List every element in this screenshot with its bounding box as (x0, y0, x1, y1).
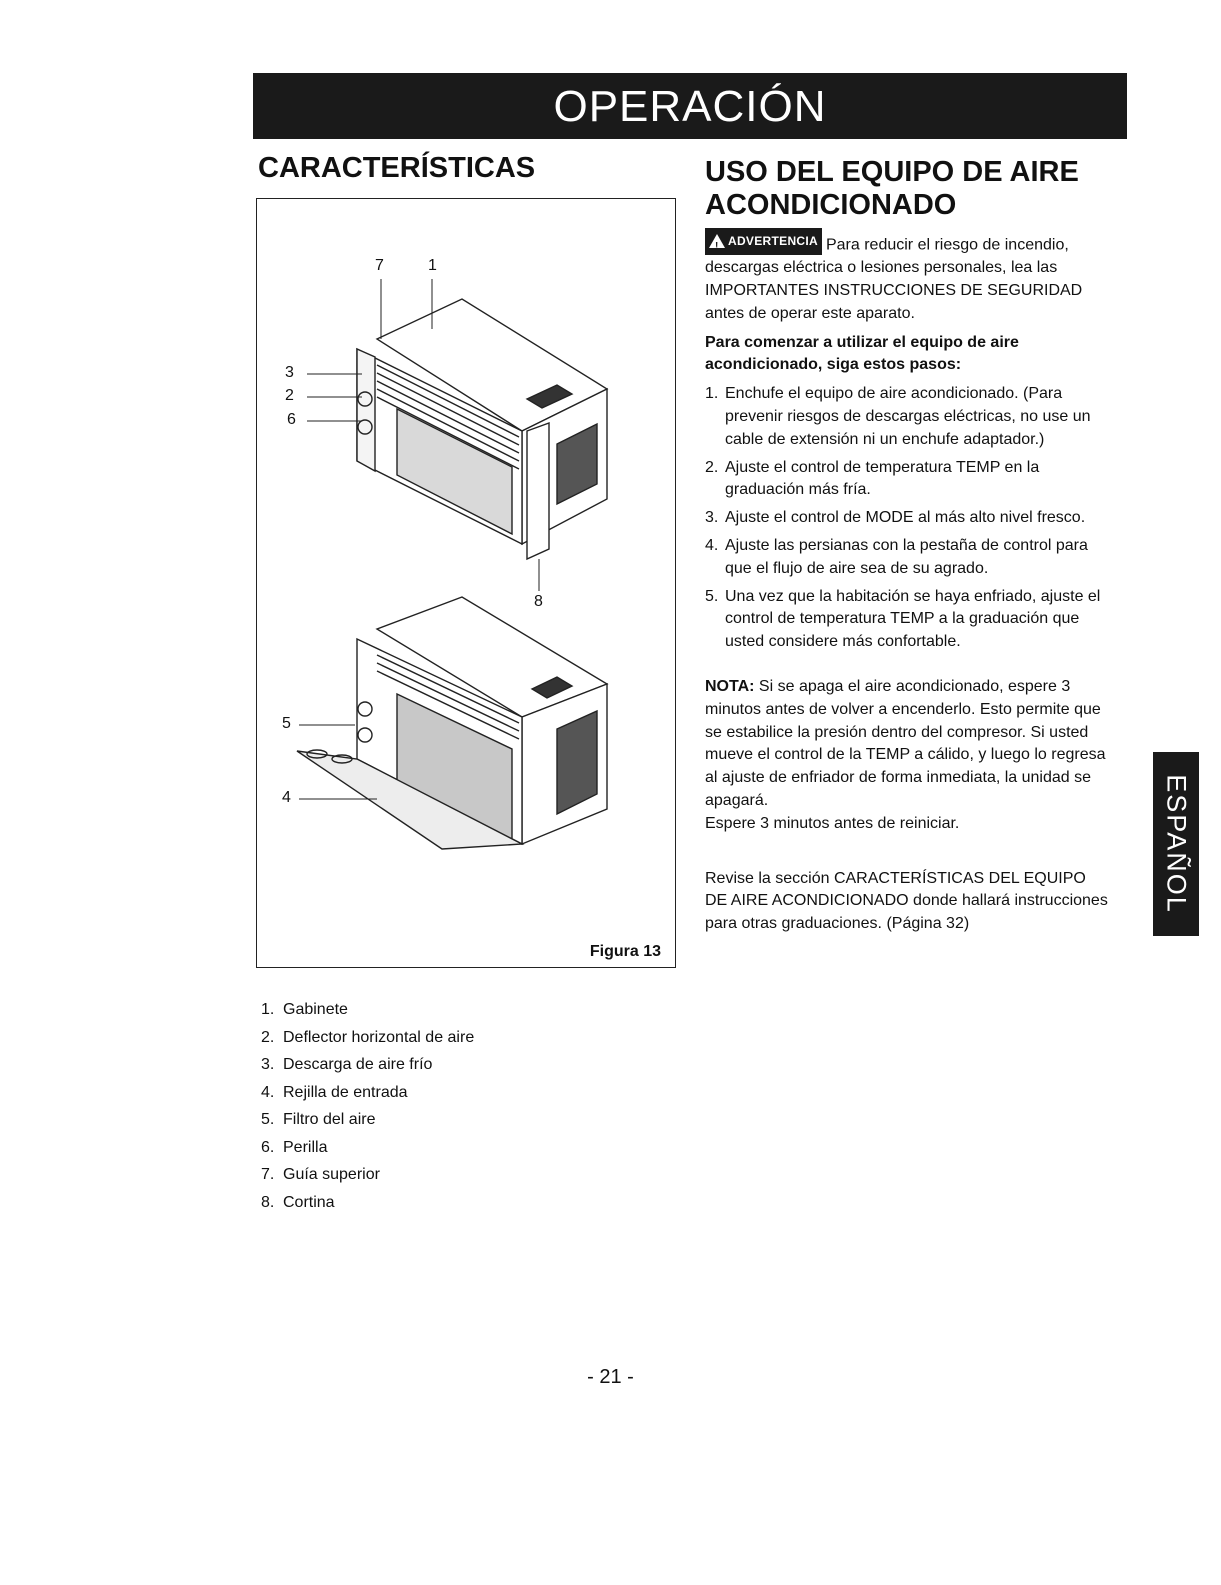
list-item: 2. Deflector horizontal de aire (261, 1024, 474, 1052)
list-item: 5. Una vez que la habitación se haya enfr… (705, 586, 1110, 654)
page-banner: OPERACIÓN (253, 73, 1127, 139)
page-title: OPERACIÓN (553, 82, 827, 131)
parts-list: 1. Gabinete 2. Deflector horizontal de air… (261, 996, 474, 1216)
air-conditioner-illustration (296, 279, 609, 850)
step-text: Enchufe el equipo de aire acondicionado.… (725, 385, 1091, 448)
callout-leader-lines (299, 279, 540, 800)
callout-6: 6 (287, 411, 296, 428)
warning-paragraph: ADVERTENCIA Para reducir el riesgo de in… (705, 228, 1110, 326)
list-item-number: 8. (261, 1193, 275, 1211)
figure-13-box: 7 1 3 2 6 8 5 4 Figura 13 (256, 198, 676, 968)
features-heading: CARACTERÍSTICAS (258, 152, 536, 184)
step-number: 5. (705, 587, 719, 605)
warning-label: ADVERTENCIA (728, 234, 818, 248)
list-item-label: Filtro del aire (283, 1111, 376, 1128)
step-text: Una vez que la habitación se haya enfria… (725, 587, 1101, 651)
list-item: 7. Guía superior (261, 1161, 474, 1189)
steps-list: 1. Enchufe el equipo de aire acondicionad… (705, 383, 1110, 654)
note-wait: Espere 3 minutos antes de reiniciar. (705, 814, 960, 832)
list-item: 4. Rejilla de entrada (261, 1079, 474, 1107)
note-label: NOTA: (705, 677, 755, 695)
revise-paragraph: Revise la sección CARACTERÍSTICAS DEL EQ… (705, 869, 1108, 933)
callout-1: 1 (428, 257, 437, 274)
callout-2: 2 (285, 387, 294, 404)
language-tab: ESPAÑOL (1153, 752, 1199, 936)
list-item: 8. Cortina (261, 1189, 474, 1217)
ac-unit-top-drawing (356, 298, 609, 561)
list-item-label: Gabinete (283, 1001, 348, 1018)
page-number: - 21 - (587, 1366, 634, 1388)
step-number: 1. (705, 385, 719, 403)
language-tab-label: ESPAÑOL (1161, 774, 1192, 914)
list-item-label: Cortina (283, 1193, 335, 1211)
list-item: 3. Descarga de aire frío (261, 1051, 474, 1079)
usage-column: ADVERTENCIA Para reducir el riesgo de in… (705, 228, 1110, 936)
step-number: 4. (705, 536, 719, 554)
step-text: Ajuste el control de temperatura TEMP en… (725, 458, 1040, 499)
list-item-label: Descarga de aire frío (283, 1056, 433, 1073)
list-item: 6. Perilla (261, 1134, 474, 1162)
list-item-number: 5. (261, 1111, 275, 1128)
list-item-number: 6. (261, 1138, 275, 1156)
step-text: Ajuste el control de MODE al más alto ni… (725, 509, 1086, 527)
note-text: Si se apaga el aire acondicionado, esper… (705, 677, 1106, 809)
callout-5: 5 (282, 715, 291, 732)
list-item-label: Guía superior (283, 1166, 380, 1183)
list-item-number: 3. (261, 1056, 275, 1073)
warning-badge: ADVERTENCIA (705, 228, 822, 259)
list-item: 4. Ajuste las persianas con la pestaña de… (705, 535, 1110, 581)
list-item: 1. Gabinete (261, 996, 474, 1024)
list-item: 3. Ajuste el control de MODE al más alto … (705, 507, 1110, 530)
list-item-label: Perilla (283, 1138, 328, 1156)
list-item-number: 4. (261, 1083, 275, 1101)
callout-4: 4 (282, 789, 291, 806)
callout-8: 8 (534, 593, 543, 610)
list-item-number: 2. (261, 1028, 275, 1046)
step-text: Ajuste las persianas con la pestaña de c… (725, 536, 1088, 577)
list-item-number: 7. (261, 1166, 275, 1183)
step-number: 3. (705, 509, 719, 527)
list-item: 1. Enchufe el equipo de aire acondicionad… (705, 383, 1110, 451)
list-item: 5. Filtro del aire (261, 1106, 474, 1134)
list-item-label: Deflector horizontal de aire (283, 1028, 475, 1046)
list-item-label: Rejilla de entrada (283, 1083, 408, 1101)
callout-3: 3 (285, 364, 294, 381)
steps-intro: Para comenzar a utilizar el equipo de ai… (705, 333, 1019, 374)
list-item-number: 1. (261, 1001, 275, 1018)
step-number: 2. (705, 458, 719, 476)
warning-icon (709, 234, 725, 259)
list-item: 2. Ajuste el control de temperatura TEMP … (705, 457, 1110, 503)
usage-heading: USO DEL EQUIPO DE AIRE ACONDICIONADO (705, 156, 1079, 221)
note-paragraph: NOTA: Si se apaga el aire acondicionado,… (705, 676, 1110, 813)
callout-7: 7 (375, 257, 384, 274)
figure-caption: Figura 13 (589, 943, 661, 960)
ac-unit-bottom-drawing (296, 596, 609, 850)
warning-text: Para reducir el riesgo de incendio, desc… (705, 236, 1083, 322)
